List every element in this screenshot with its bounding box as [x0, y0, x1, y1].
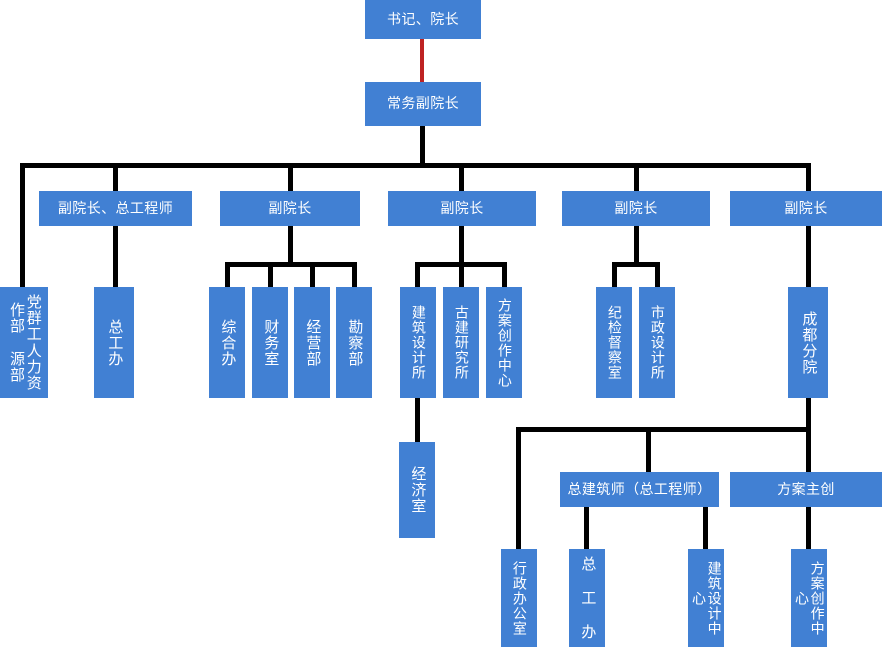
node-label: 方案创作中心: [496, 297, 513, 388]
connector-executive-vp-stem: [420, 126, 425, 166]
node-finance-office[interactable]: 财务室: [252, 287, 288, 398]
node-scheme-creation-center[interactable]: 方案创作中心: [486, 287, 522, 398]
node-vice-president-5[interactable]: 副院长: [730, 191, 882, 226]
connector-bus-level2: [20, 163, 811, 168]
node-label: 方案主创: [777, 480, 835, 497]
connector-bus-chengdu-children: [516, 427, 811, 432]
node-label: 方案创作中心: [794, 560, 826, 636]
node-label: 市政设计所: [649, 305, 666, 380]
connector-drop-to-municipal-design-institute: [655, 262, 660, 287]
node-vp-chief-engineer[interactable]: 副院长、总工程师: [39, 191, 192, 226]
connector-drop-to-operations-dept: [310, 262, 315, 287]
node-administrative-office[interactable]: 行政办公室: [501, 549, 537, 647]
node-chief-architect[interactable]: 总建筑师（总工程师）: [560, 472, 719, 507]
node-label: 副院长: [268, 199, 312, 216]
node-vice-president-3[interactable]: 副院长: [388, 191, 536, 226]
connector-drop-to-vp-5: [806, 163, 811, 191]
node-architecture-design-center[interactable]: 建筑设计中心: [688, 549, 724, 647]
node-scheme-lead[interactable]: 方案主创: [730, 472, 882, 507]
node-label: 副院长: [784, 199, 828, 216]
connector-president-to-executive-vp: [420, 38, 424, 82]
connector-bus-vp2-children: [225, 262, 357, 267]
node-label: 综合办: [219, 318, 237, 367]
connector-drop-to-survey-dept: [352, 262, 357, 287]
node-vice-president-2[interactable]: 副院长: [220, 191, 360, 226]
node-chief-engineer-office-chengdu[interactable]: 总 工 办: [569, 549, 605, 647]
connector-drop-to-general-office: [225, 262, 230, 287]
connector-chengdu-branch-stem: [806, 396, 811, 430]
node-label: 书记、院长: [387, 10, 459, 27]
node-chengdu-branch[interactable]: 成都分院: [788, 287, 828, 398]
node-economics-office[interactable]: 经济室: [399, 442, 435, 538]
connector-chief-architect-to-chief-eng-office-2: [584, 507, 589, 549]
node-label-secondary: 党群工作部: [8, 293, 42, 342]
node-general-office[interactable]: 综合办: [209, 287, 245, 398]
node-label: 勘察部: [346, 318, 364, 367]
node-ancient-architecture-institute[interactable]: 古建研究所: [443, 287, 479, 398]
node-executive-vice-president[interactable]: 常务副院长: [365, 82, 481, 126]
connector-drop-to-architecture-design-institute: [415, 262, 420, 287]
connector-architecture-institute-to-economics-office: [415, 396, 420, 442]
node-secretary-president[interactable]: 书记、院长: [365, 0, 481, 39]
connector-bus-vp4-children: [612, 262, 660, 267]
node-label: 总 工 办: [579, 556, 597, 640]
connector-drop-to-finance-office: [268, 262, 273, 287]
node-hr-and-party-affairs[interactable]: 党群工作部 人力资源部: [0, 287, 48, 398]
node-vice-president-4[interactable]: 副院长: [562, 191, 710, 226]
node-operations-department[interactable]: 经营部: [294, 287, 330, 398]
connector-drop-to-hr-party: [20, 163, 25, 287]
node-label: 副院长: [614, 199, 658, 216]
node-label: 纪检督察室: [606, 305, 623, 380]
node-label: 财务室: [262, 318, 280, 367]
connector-vp-chief-engineer-to-chief-eng-office: [113, 226, 118, 287]
connector-scheme-lead-to-scheme-creation-center-2: [806, 507, 811, 549]
node-label: 建筑设计所: [410, 305, 427, 380]
node-discipline-inspection-office[interactable]: 纪检督察室: [596, 287, 632, 398]
node-label: 总建筑师（总工程师）: [567, 480, 712, 497]
node-label: 经营部: [304, 318, 322, 367]
connector-drop-to-vp-chief-engineer: [113, 163, 118, 191]
connector-drop-to-scheme-creation-center: [502, 262, 507, 287]
node-label: 建筑设计中心: [691, 560, 723, 636]
connector-drop-to-vp-2: [288, 163, 293, 191]
connector-drop-to-discipline-inspection-office: [612, 262, 617, 287]
connector-vp2-stem: [288, 226, 293, 262]
node-municipal-design-institute[interactable]: 市政设计所: [639, 287, 675, 398]
connector-drop-to-admin-office: [516, 427, 521, 549]
node-label: 人力资源部: [8, 343, 42, 392]
node-label: 副院长: [440, 199, 484, 216]
node-label: 副院长、总工程师: [57, 199, 174, 216]
node-label: 古建研究所: [453, 305, 470, 380]
connector-drop-to-vp-4: [634, 163, 639, 191]
node-label: 总工办: [106, 318, 124, 367]
node-label: 成都分院: [800, 310, 818, 375]
node-chief-engineer-office[interactable]: 总工办: [94, 287, 134, 398]
connector-drop-to-vp-3: [459, 163, 464, 191]
connector-drop-to-chief-architect: [646, 427, 651, 472]
node-architecture-design-institute[interactable]: 建筑设计所: [400, 287, 436, 398]
node-label: 经济室: [409, 466, 427, 514]
connector-drop-to-ancient-architecture-institute: [459, 262, 464, 287]
node-survey-department[interactable]: 勘察部: [336, 287, 372, 398]
connector-drop-to-scheme-lead: [806, 427, 811, 472]
connector-vp4-stem: [634, 226, 639, 262]
connector-vp5-to-chengdu-branch: [806, 226, 811, 287]
node-label: 常务副院长: [387, 95, 459, 112]
connector-chief-architect-to-architecture-design-center: [703, 507, 708, 549]
node-label: 行政办公室: [511, 560, 528, 636]
connector-vp3-stem: [459, 226, 464, 262]
node-scheme-creation-center-chengdu[interactable]: 方案创作中心: [791, 549, 827, 647]
